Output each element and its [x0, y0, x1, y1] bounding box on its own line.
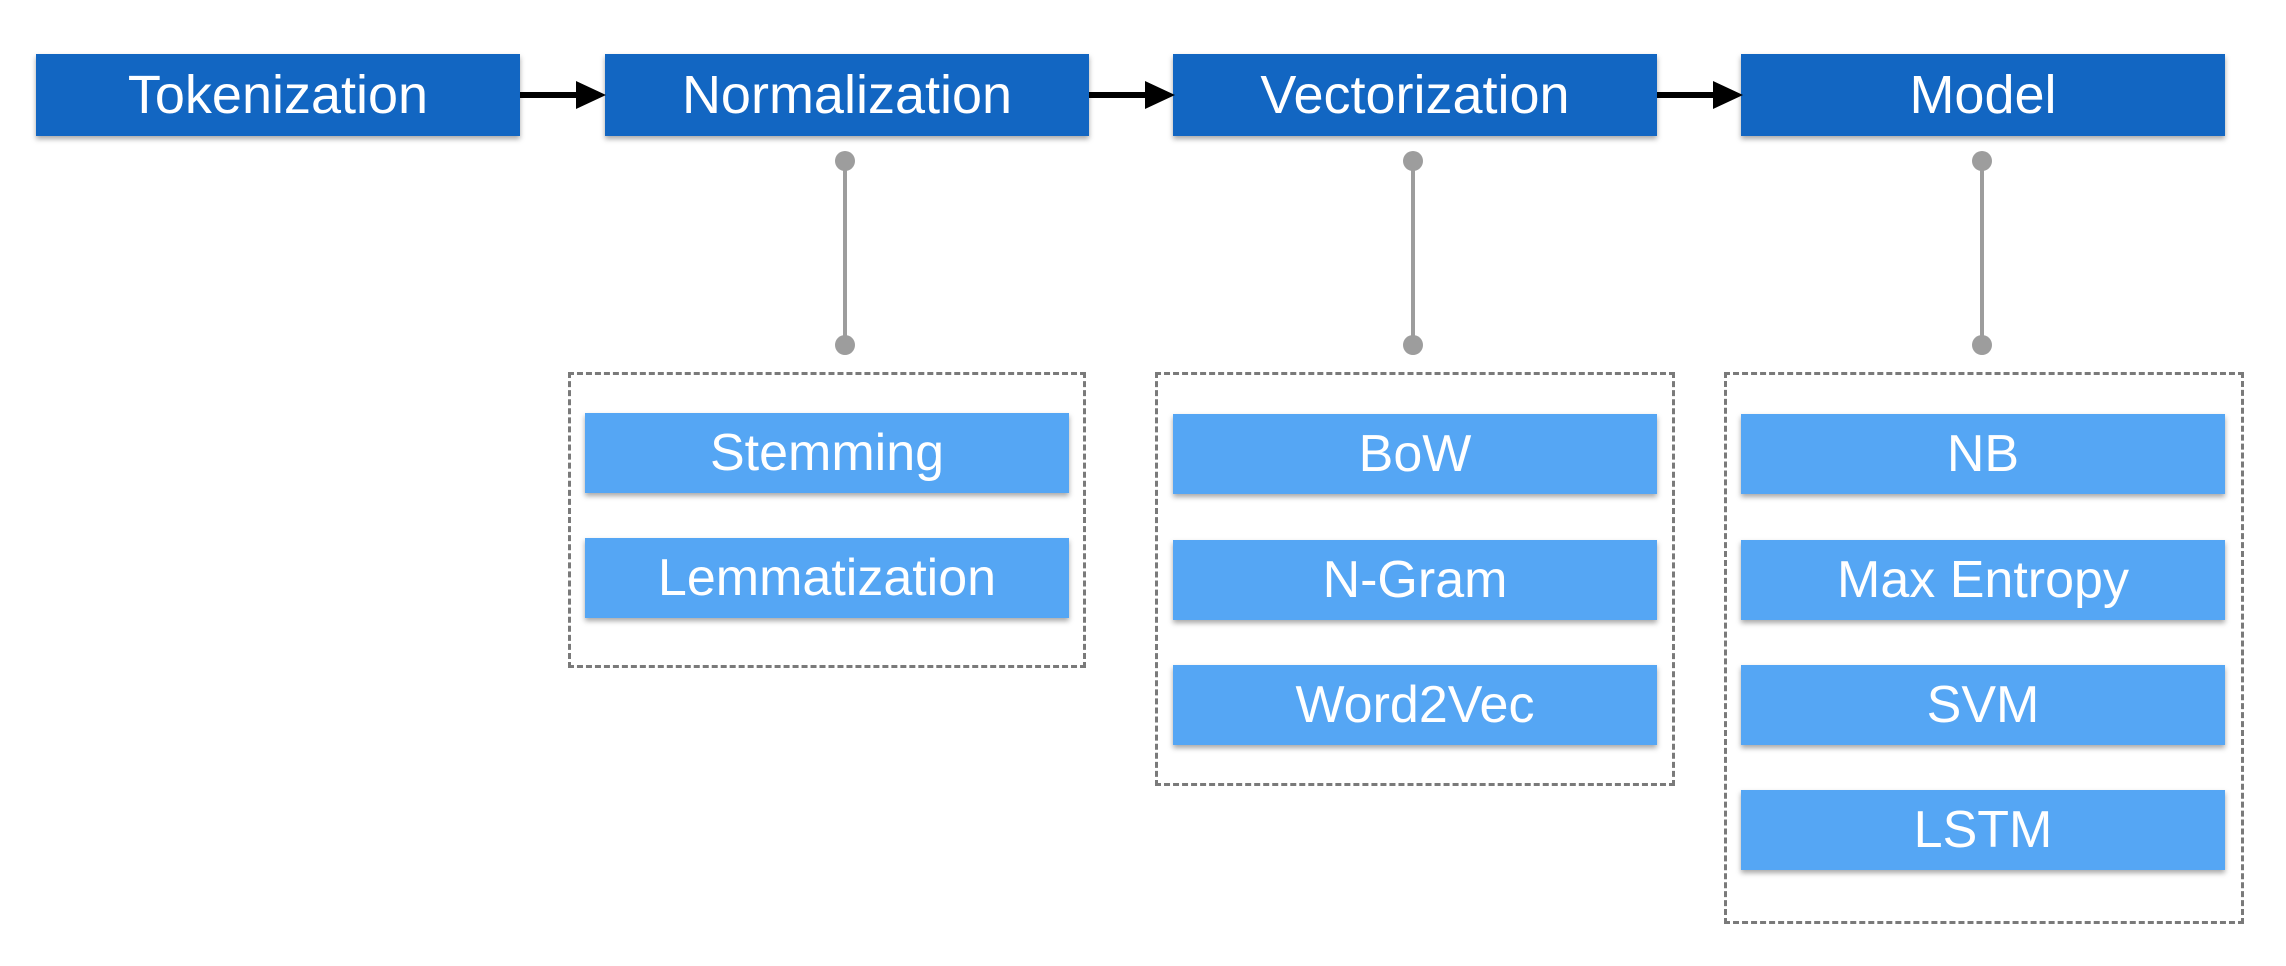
arrow-head-icon [576, 81, 606, 109]
stage-vectorization: Vectorization [1173, 54, 1657, 136]
normalization-options-group [568, 372, 1086, 668]
option-lstm: LSTM [1741, 790, 2225, 870]
option-max-entropy: Max Entropy [1741, 540, 2225, 620]
stage-tokenization: Tokenization [36, 54, 520, 136]
stage-normalization: Normalization [605, 54, 1089, 136]
vectorization-connector [1411, 161, 1415, 345]
arrow-shaft [1089, 92, 1149, 98]
option-word2vec: Word2Vec [1173, 665, 1657, 745]
arrow-head-icon [1145, 81, 1175, 109]
stage-model-label: Model [1909, 65, 2057, 125]
connector-bottom-dot [1972, 335, 1992, 355]
option-stemming-label: Stemming [709, 424, 945, 482]
option-stemming: Stemming [585, 413, 1069, 493]
stage-vectorization-label: Vectorization [1260, 65, 1570, 125]
stage-normalization-label: Normalization [681, 65, 1013, 125]
arrow-head-icon [1713, 81, 1743, 109]
option-lemmatization: Lemmatization [585, 538, 1069, 618]
option-svm: SVM [1741, 665, 2225, 745]
option-max-entropy-label: Max Entropy [1837, 551, 2129, 609]
vectorization-options-group [1155, 372, 1675, 786]
arrow-shaft [520, 92, 580, 98]
connector-bottom-dot [835, 335, 855, 355]
model-options-group [1724, 372, 2244, 924]
option-svm-label: SVM [1926, 676, 2040, 734]
normalization-connector [843, 161, 847, 345]
model-connector [1980, 161, 1984, 345]
option-lstm-label: LSTM [1913, 801, 2053, 859]
option-lemmatization-label: Lemmatization [657, 549, 997, 607]
arrow-shaft [1657, 92, 1717, 98]
connector-bottom-dot [1403, 335, 1423, 355]
stage-tokenization-label: Tokenization [127, 65, 429, 125]
option-nb-label: NB [1946, 425, 2020, 483]
option-n-gram-label: N-Gram [1322, 551, 1508, 609]
option-bow-label: BoW [1358, 425, 1472, 483]
option-word2vec-label: Word2Vec [1295, 676, 1535, 734]
option-bow: BoW [1173, 414, 1657, 494]
stage-model: Model [1741, 54, 2225, 136]
option-n-gram: N-Gram [1173, 540, 1657, 620]
option-nb: NB [1741, 414, 2225, 494]
